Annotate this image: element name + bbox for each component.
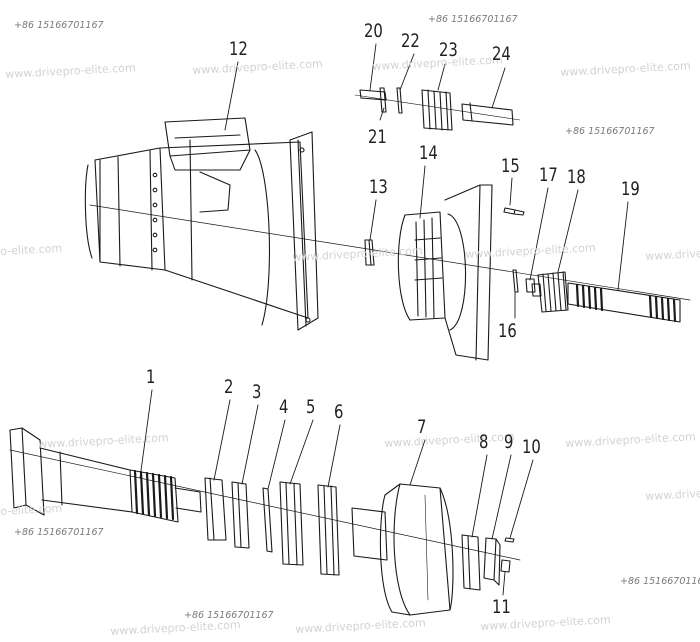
pin-part-11 [500,559,511,573]
callout-12: 12 [229,38,248,60]
shaft-part-19 [567,282,681,323]
ring-part-3 [231,481,250,549]
lower-axis-line [9,449,521,561]
callout-2: 2 [224,376,234,398]
callout-10: 10 [522,436,541,458]
bolt-part-10 [504,537,515,543]
housing-part-12 [84,117,319,331]
callout-23: 23 [439,39,458,61]
bearing-part-6 [317,484,340,576]
callout-6: 6 [334,401,344,423]
leader-lines-upper [224,43,629,319]
callout-13: 13 [369,176,388,198]
callout-18: 18 [567,166,586,188]
callout-24: 24 [492,43,511,65]
hub-part-7 [351,483,454,616]
ring-part-4 [262,487,273,553]
plate-part-9 [483,537,501,586]
callout-20: 20 [364,20,383,42]
ring-part-2 [204,477,227,541]
callout-17: 17 [539,164,558,186]
washer-part-16-17 [512,269,536,293]
watermark-phone: +86 15166701167 [565,126,655,137]
callout-7: 7 [417,416,427,438]
watermark-phone: +86 15166701167 [428,14,518,25]
callout-22: 22 [401,30,420,52]
watermark-phone: +86 15166701167 [14,20,104,31]
watermark-phone: +86 15166701167 [620,576,700,587]
gear-part-18 [531,271,569,313]
callout-14: 14 [419,142,438,164]
callout-15: 15 [501,155,520,177]
callout-9: 9 [504,431,514,453]
watermark-phone: +86 15166701167 [184,610,274,621]
callout-4: 4 [279,396,289,418]
callout-19: 19 [621,178,640,200]
watermark-phone: +86 15166701167 [14,527,104,538]
washer-part-8 [461,534,481,591]
bearing-part-5 [279,481,304,566]
ring-gear-part-14 [397,184,493,361]
top-group-parts-20-24 [354,87,521,131]
callout-16: 16 [498,320,517,342]
callout-8: 8 [479,431,489,453]
callout-5: 5 [306,396,316,418]
shaft-part-1 [9,427,202,523]
callout-11: 11 [492,596,511,618]
callout-3: 3 [252,381,262,403]
leader-lines-lower [139,389,534,596]
upper-axis-line [89,204,691,301]
callout-1: 1 [146,366,156,388]
bolt-part-15 [503,207,525,216]
callout-21: 21 [368,126,387,148]
